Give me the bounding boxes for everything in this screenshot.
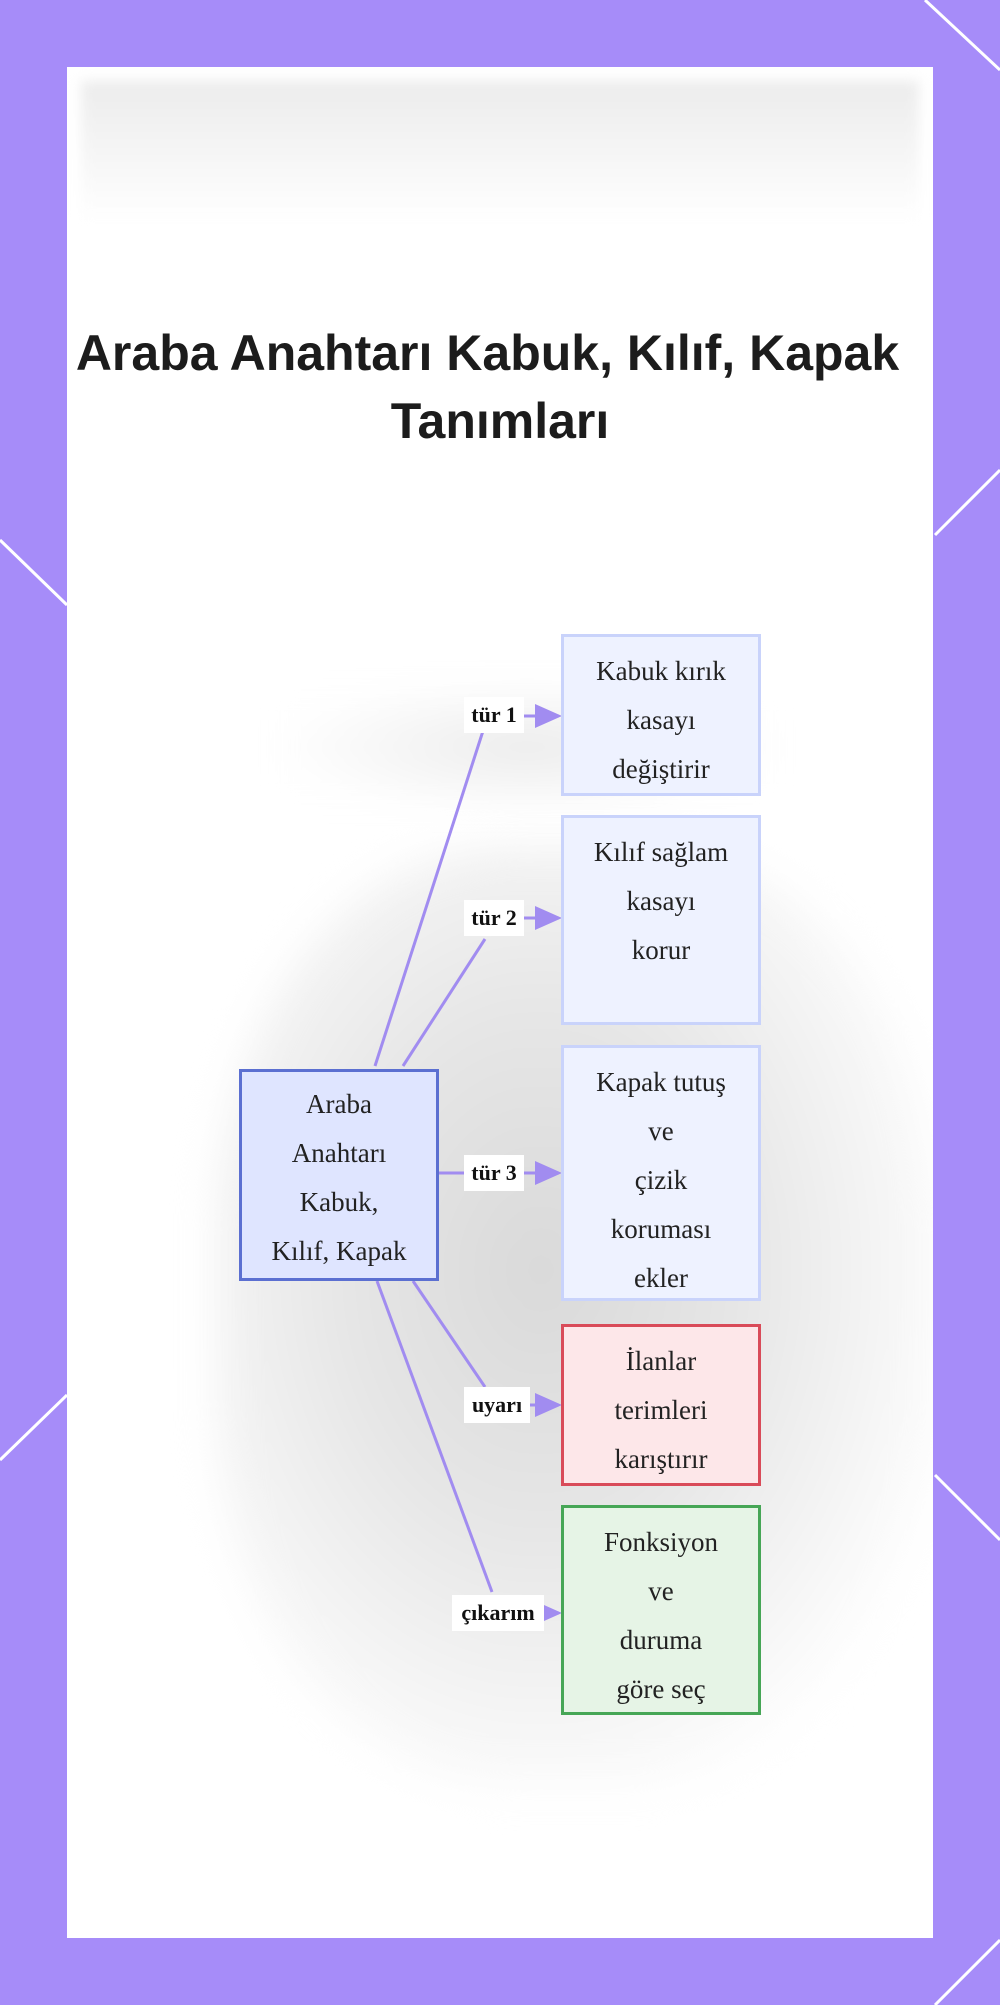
type-node-kapak-label: Kapak tutuş ve çizik koruması ekler bbox=[596, 1067, 726, 1293]
warning-node-label: İlanlar terimleri karıştırır bbox=[614, 1346, 708, 1474]
edge-line-cikarim bbox=[375, 1280, 494, 1593]
type-node-kilif: Kılıf sağlam kasayı korur bbox=[561, 815, 761, 1025]
result-node: Fonksiyon ve duruma göre seç bbox=[561, 1505, 761, 1715]
header-shade bbox=[81, 81, 919, 221]
page-title: Araba Anahtarı Kabuk, Kılıf, Kapak Tanım… bbox=[67, 319, 933, 455]
edge-line-tur1 bbox=[373, 702, 494, 1067]
root-node-label: Araba Anahtarı Kabuk, Kılıf, Kapak bbox=[271, 1089, 407, 1266]
type-node-kabuk-label: Kabuk kırık kasayı değiştirir bbox=[596, 656, 726, 784]
warning-node: İlanlar terimleri karıştırır bbox=[561, 1324, 761, 1486]
edge-label-tur2: tür 2 bbox=[464, 900, 524, 936]
title-line-2: Tanımları bbox=[390, 393, 610, 449]
type-node-kilif-label: Kılıf sağlam kasayı korur bbox=[593, 837, 729, 965]
title-line-1: Araba Anahtarı Kabuk, Kılıf, Kapak bbox=[75, 325, 900, 381]
root-node: Araba Anahtarı Kabuk, Kılıf, Kapak bbox=[239, 1069, 439, 1281]
result-node-label: Fonksiyon ve duruma göre seç bbox=[603, 1527, 719, 1704]
edge-label-cikarim: çıkarım bbox=[452, 1595, 544, 1631]
edge-label-tur3: tür 3 bbox=[464, 1155, 524, 1191]
diagram-card: Araba Anahtarı Kabuk, Kılıf, Kapak Tanım… bbox=[67, 67, 933, 1938]
edge-line-uyari bbox=[411, 1280, 487, 1388]
concept-diagram: Araba Anahtarı Kabuk, Kılıf, Kapak Kabuk… bbox=[67, 67, 933, 1938]
edge-line-tur2 bbox=[401, 938, 487, 1067]
connector-lines bbox=[373, 702, 562, 1625]
edge-label-tur1: tür 1 bbox=[464, 697, 524, 733]
type-node-kapak: Kapak tutuş ve çizik koruması ekler bbox=[561, 1045, 761, 1301]
type-node-kabuk: Kabuk kırık kasayı değiştirir bbox=[561, 634, 761, 796]
edge-label-uyari: uyarı bbox=[464, 1387, 530, 1423]
